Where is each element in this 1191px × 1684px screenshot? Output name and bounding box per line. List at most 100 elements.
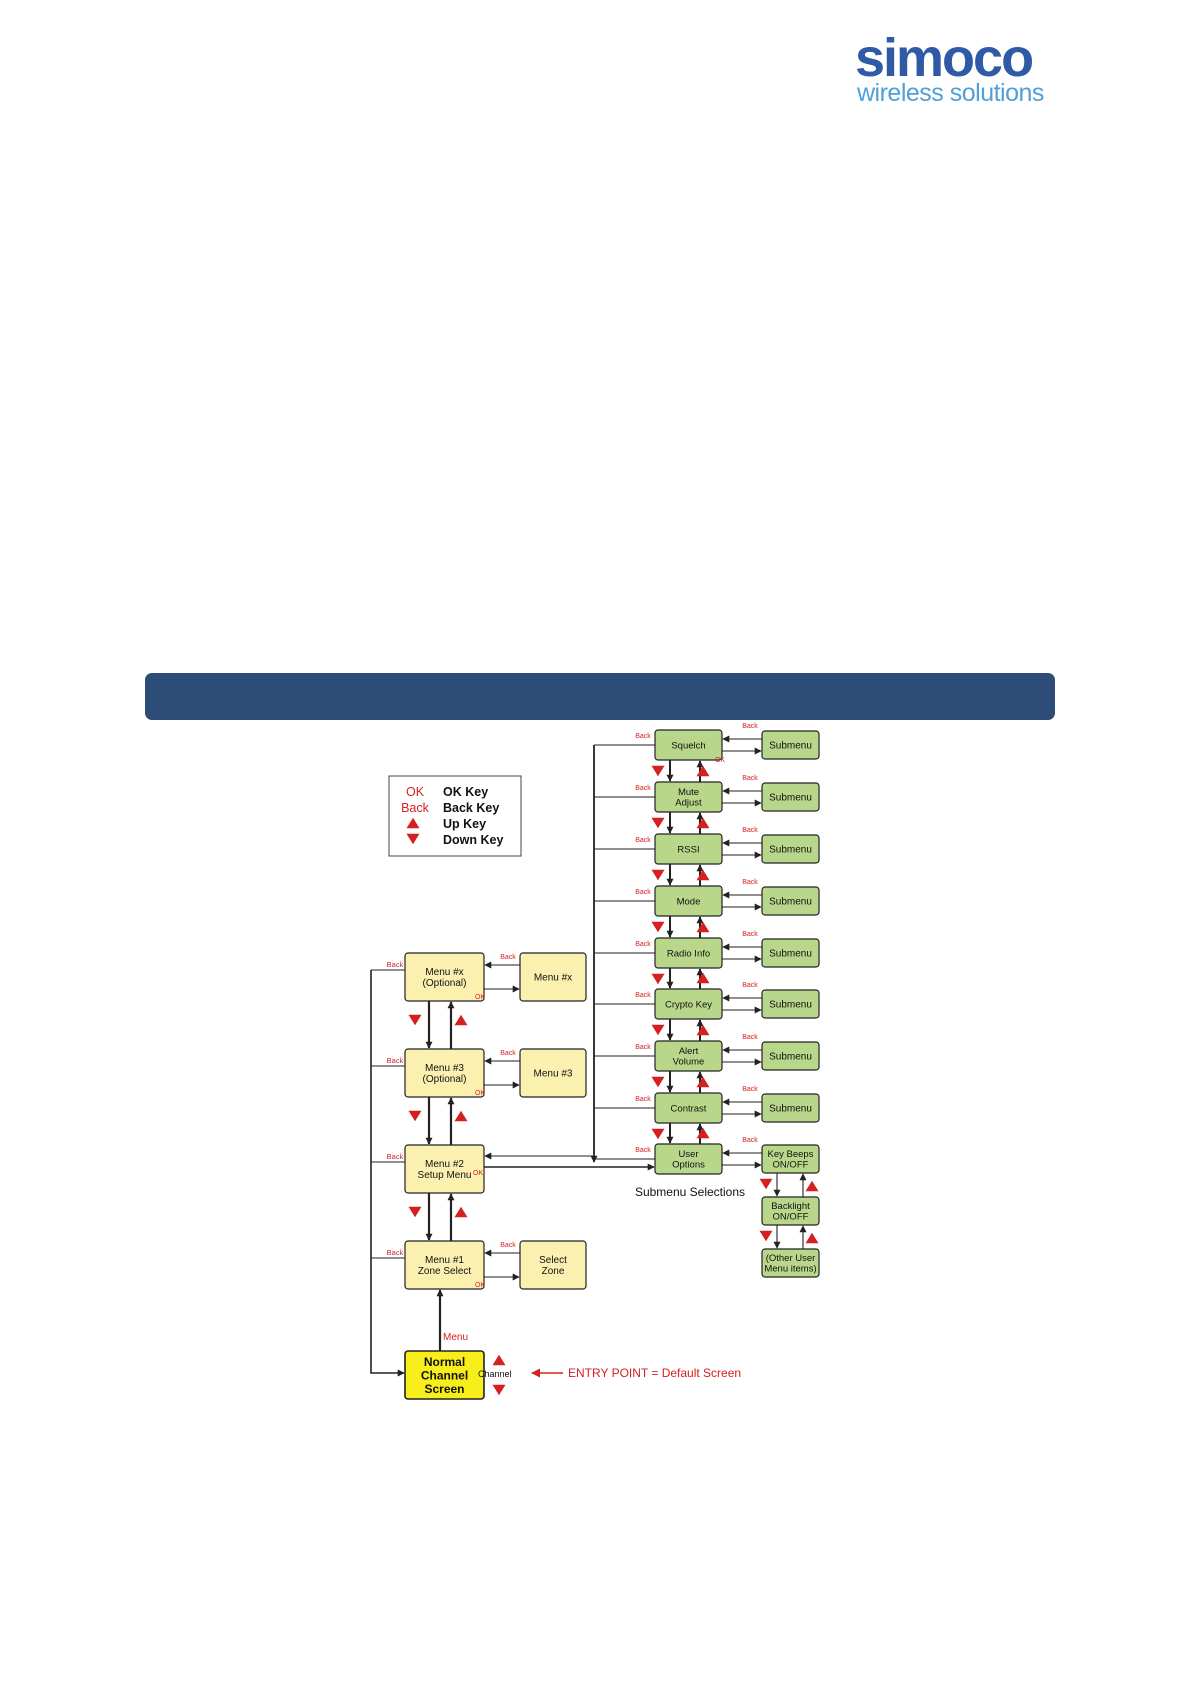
menu-back-label-3: Back [387,1152,404,1161]
menu-box-1-label-line-1: Menu #x [425,967,463,978]
setup-back-label-9: Back [635,1147,651,1154]
submenu-box-6-label-line-1: Submenu [769,1000,812,1011]
down-key-icon [759,1230,773,1242]
submenu-box-3 [761,834,820,864]
menu-back-label-1: Back [387,960,404,969]
setup-item-box-7-label-line-2: Volume [673,1057,705,1068]
submenu-back-label-6: Back [742,982,758,989]
submenu-box-7 [761,1041,820,1071]
setup-item-box-8 [654,1092,723,1124]
setup-back-label-2: Back [635,785,651,792]
target-ok-label-1: OK [475,994,485,1001]
user-item-box-2 [761,1196,820,1226]
menu-box-1-label-line-2: (Optional) [423,978,467,989]
up-key-icon [696,765,710,777]
down-triangle-icon [406,833,420,845]
submenu-back-label-2: Back [742,775,758,782]
normal-channel-screen-box-label-line-1: Normal [424,1355,465,1369]
down-key-icon [651,1076,665,1088]
target-box-2-label-line-1: Menu #3 [534,1069,573,1080]
setup-item-box-2 [654,781,723,813]
setup-item-box-6 [654,988,723,1020]
user-item-box-3 [761,1248,820,1278]
target-box-3-label-line-2: Zone [542,1266,565,1277]
target-back-label-1: Back [500,954,516,961]
down-key-icon [651,765,665,777]
menu2-ok-label: OK [473,1170,483,1177]
menu-box-1 [404,952,485,1002]
submenu-box-8 [761,1093,820,1123]
setup-item-box-5 [654,937,723,969]
down-key-icon [651,869,665,881]
target-ok-label-2: OK [475,1090,485,1097]
setup-item-box-2-label-line-1: Mute [678,787,699,798]
down-key-icon [651,921,665,933]
setup-item-box-8-label-line-1: Contrast [671,1103,707,1114]
setup-item-box-1 [654,729,723,761]
user-item-box-1-label-line-1: Key Beeps [768,1149,814,1160]
submenu-box-2-label-line-1: Submenu [769,793,812,804]
down-key-icon [651,817,665,829]
up-key-icon [454,1206,468,1218]
up-key-icon [805,1232,819,1244]
setup-item-box-6-label-line-1: Crypto Key [665,999,712,1010]
setup-item-box-2-label-line-2: Adjust [675,798,702,809]
menu-box-4 [404,1240,485,1290]
section-banner [145,673,1055,720]
submenu-box-1 [761,730,820,760]
down-key-icon [651,1128,665,1140]
menu-box-3-label-line-2: Setup Menu [418,1170,472,1181]
up-key-icon [454,1014,468,1026]
normal-channel-screen-box-label-line-2: Channel [421,1368,468,1382]
target-box-3-label-line-1: Select [539,1255,567,1266]
target-box-3 [519,1240,587,1290]
target-box-1-label-line-1: Menu #x [534,973,572,984]
user-back-label: Back [742,1137,758,1144]
simoco-logo: simoco wireless solutions [855,30,1065,110]
up-key-icon [696,1127,710,1139]
up-key-icon [696,972,710,984]
up-key-icon [696,1024,710,1036]
down-key-icon [408,1206,422,1218]
legend-label-1: OK Key [443,785,488,799]
channel-label: Channel [478,1369,512,1379]
normal-channel-screen-box [404,1350,485,1400]
setup-item-box-7-label-line-1: Alert [679,1046,699,1057]
up-triangle-icon [406,817,420,829]
user-item-box-3-label-line-1: (Other User [766,1253,816,1264]
up-key-icon [805,1180,819,1192]
user-item-box-3-label-line-2: Menu items) [764,1264,816,1275]
down-key-icon [651,973,665,985]
submenu-box-4-label-line-1: Submenu [769,897,812,908]
back-rail-left [370,970,405,1377]
setup-item-box-1-label-line-1: Squelch [671,740,705,751]
user-item-box-2-label-line-1: Backlight [771,1201,810,1212]
channel-down-icon [492,1384,506,1396]
legend-box [388,775,522,857]
target-ok-label-3: OK [475,1282,485,1289]
down-key-icon [408,1014,422,1026]
submenu-back-label-1: Back [742,723,758,730]
up-key-icon [696,921,710,933]
up-key-icon [454,1110,468,1122]
logo-brand: simoco [855,28,1034,88]
setup-item-box-3 [654,833,723,865]
setup-back-label-1: Back [635,733,651,740]
up-key-icon [696,1076,710,1088]
menu-box-4-label-line-1: Menu #1 [425,1255,464,1266]
menu-back-label-2: Back [387,1056,404,1065]
menu-box-2-label-line-1: Menu #3 [425,1063,464,1074]
target-back-label-2: Back [500,1050,516,1057]
setup-back-label-7: Back [635,1044,651,1051]
submenu-box-3-label-line-1: Submenu [769,845,812,856]
legend-label-3: Up Key [443,817,486,831]
logo-tagline: wireless solutions [857,79,1044,107]
menu-box-4-label-line-2: Zone Select [418,1266,472,1277]
menu-key-label: Menu [443,1332,468,1343]
submenu-box-7-label-line-1: Submenu [769,1052,812,1063]
up-key-icon [696,817,710,829]
setup-back-label-4: Back [635,889,651,896]
submenu-box-5 [761,938,820,968]
setup-back-label-5: Back [635,941,651,948]
